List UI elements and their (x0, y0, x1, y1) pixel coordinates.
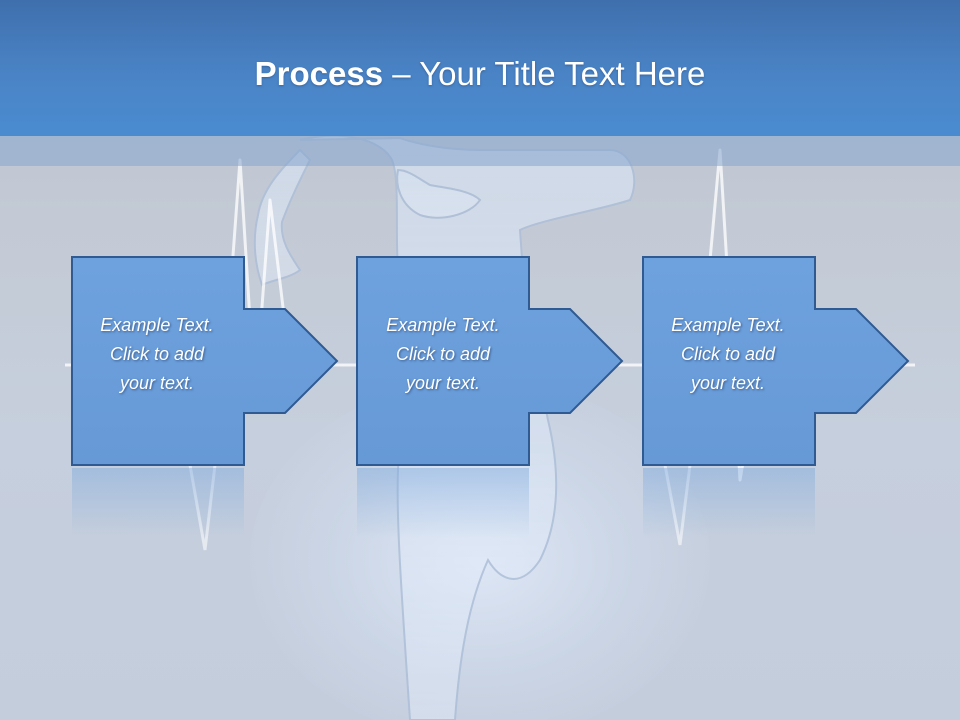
step-3-line-1: Example Text. (671, 315, 785, 335)
step-2-line-3: your text. (405, 373, 481, 393)
process-step-3-text[interactable]: Example Text. Click to add your text. (643, 311, 813, 398)
step-reflections (72, 468, 815, 538)
step-3-line-2: Click to add (680, 344, 776, 364)
process-step-2-shape[interactable] (356, 256, 624, 466)
process-step-1-text[interactable]: Example Text. Click to add your text. (72, 311, 242, 398)
step-2-line-2: Click to add (395, 344, 491, 364)
process-step-3-shape[interactable] (642, 256, 910, 466)
step-1-line-1: Example Text. (100, 315, 214, 335)
step-3-line-3: your text. (690, 373, 766, 393)
step-1-line-2: Click to add (109, 344, 205, 364)
title-bold: Process (254, 55, 384, 92)
slide-title[interactable]: Process – Your Title Text Here (0, 52, 960, 96)
process-step-2-text[interactable]: Example Text. Click to add your text. (358, 311, 528, 398)
step-1-line-3: your text. (119, 373, 195, 393)
step-2-line-1: Example Text. (386, 315, 500, 335)
process-step-1-shape[interactable] (71, 256, 339, 466)
title-bar (0, 0, 960, 136)
title-rest: – Your Title Text Here (383, 55, 706, 92)
title-sub-band (0, 136, 960, 166)
